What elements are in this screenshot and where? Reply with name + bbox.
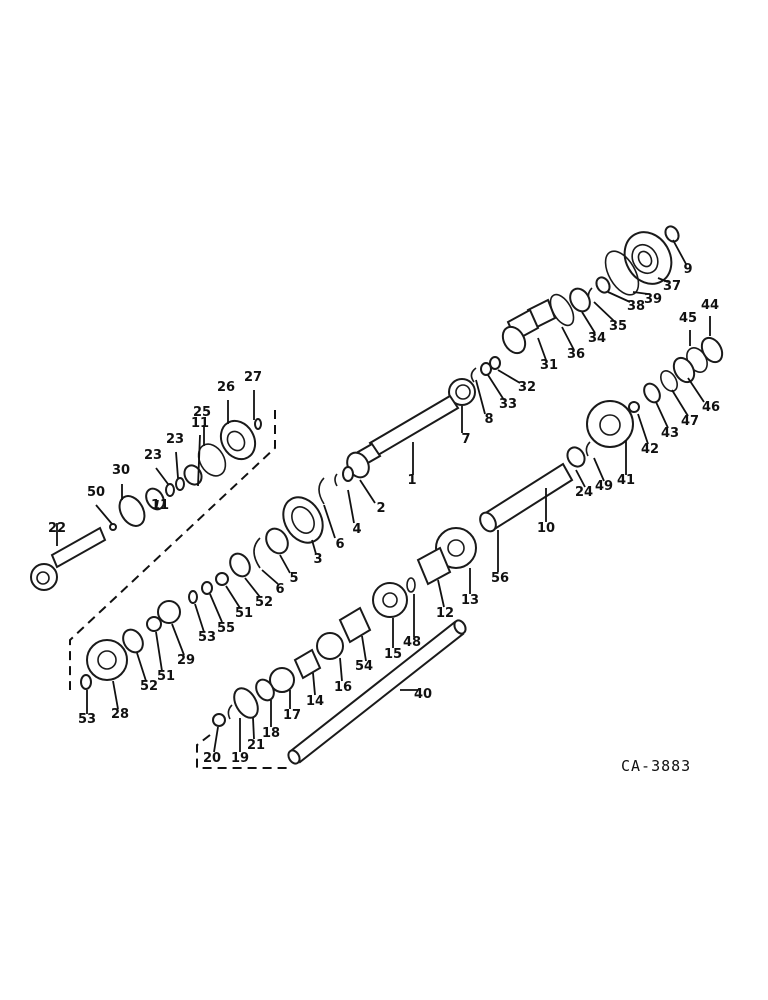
part-label-51a: 51 bbox=[235, 606, 253, 621]
part-label-3: 3 bbox=[313, 552, 322, 567]
part-label-2: 2 bbox=[376, 501, 385, 516]
part-label-49: 49 bbox=[595, 479, 613, 494]
figure-code: CA-3883 bbox=[621, 757, 691, 775]
part-label-1: 1 bbox=[407, 473, 416, 488]
part-label-26: 26 bbox=[217, 380, 235, 395]
part-label-28: 28 bbox=[111, 707, 129, 722]
part-label-52b: 52 bbox=[140, 679, 158, 694]
part-label-19: 19 bbox=[231, 751, 249, 766]
part-label-44: 44 bbox=[701, 298, 719, 313]
part-label-14: 14 bbox=[306, 694, 324, 709]
part-labels: 1234566789101111121314151617181920212223… bbox=[48, 262, 720, 766]
part-label-22: 22 bbox=[48, 521, 66, 536]
part-label-34: 34 bbox=[588, 331, 606, 346]
part-label-35: 35 bbox=[609, 319, 627, 334]
part-label-5: 5 bbox=[289, 571, 298, 586]
group-outline-upper bbox=[69, 410, 276, 690]
part-label-6b: 6 bbox=[275, 582, 284, 597]
part-label-31: 31 bbox=[540, 358, 558, 373]
part-label-45: 45 bbox=[679, 311, 697, 326]
part-label-20: 20 bbox=[203, 751, 221, 766]
part-label-30: 30 bbox=[112, 463, 130, 478]
part-label-52a: 52 bbox=[255, 595, 273, 610]
part-label-25: 25 bbox=[193, 405, 211, 420]
part-label-33: 33 bbox=[499, 397, 517, 412]
part-label-7: 7 bbox=[461, 432, 470, 447]
pinion-shaft-assembly bbox=[30, 418, 262, 591]
part-label-29: 29 bbox=[177, 653, 195, 668]
input-shaft-assembly bbox=[448, 225, 680, 406]
part-label-10: 10 bbox=[537, 521, 555, 536]
part-label-38: 38 bbox=[627, 299, 645, 314]
group-outline-lower bbox=[196, 734, 290, 769]
part-label-36: 36 bbox=[567, 347, 585, 362]
part-label-18: 18 bbox=[262, 726, 280, 741]
part-label-23a: 23 bbox=[144, 448, 162, 463]
part-label-21: 21 bbox=[247, 738, 265, 753]
part-label-53b: 53 bbox=[78, 712, 96, 727]
part-label-55: 55 bbox=[217, 621, 235, 636]
part-label-41: 41 bbox=[617, 473, 635, 488]
part-label-48: 48 bbox=[403, 635, 421, 650]
part-label-39: 39 bbox=[644, 292, 662, 307]
part-label-51b: 51 bbox=[157, 669, 175, 684]
part-label-54: 54 bbox=[355, 659, 373, 674]
part-label-16: 16 bbox=[334, 680, 352, 695]
part-label-11a: 11 bbox=[191, 416, 209, 431]
part-label-53a: 53 bbox=[198, 630, 216, 645]
part-label-37: 37 bbox=[663, 279, 681, 294]
lower-shaft bbox=[287, 619, 467, 765]
part-label-23b: 23 bbox=[166, 432, 184, 447]
part-label-46: 46 bbox=[702, 400, 720, 415]
part-label-50: 50 bbox=[87, 485, 105, 500]
part-label-42: 42 bbox=[641, 442, 659, 457]
part-label-17: 17 bbox=[283, 708, 301, 723]
upper-shaft bbox=[80, 394, 460, 690]
leader-lines bbox=[56, 239, 711, 753]
part-label-40: 40 bbox=[414, 687, 432, 702]
part-label-32: 32 bbox=[518, 380, 536, 395]
part-label-56: 56 bbox=[491, 571, 509, 586]
part-label-4: 4 bbox=[352, 522, 361, 537]
part-label-24: 24 bbox=[575, 485, 593, 500]
part-label-8: 8 bbox=[484, 412, 493, 427]
part-label-13: 13 bbox=[461, 593, 479, 608]
part-label-9: 9 bbox=[683, 262, 692, 277]
part-label-15: 15 bbox=[384, 647, 402, 662]
part-label-43: 43 bbox=[661, 426, 679, 441]
part-label-47: 47 bbox=[681, 414, 699, 429]
part-label-11b: 11 bbox=[151, 498, 169, 513]
part-label-6a: 6 bbox=[335, 537, 344, 552]
part-label-12: 12 bbox=[436, 606, 454, 621]
part-label-27: 27 bbox=[244, 370, 262, 385]
